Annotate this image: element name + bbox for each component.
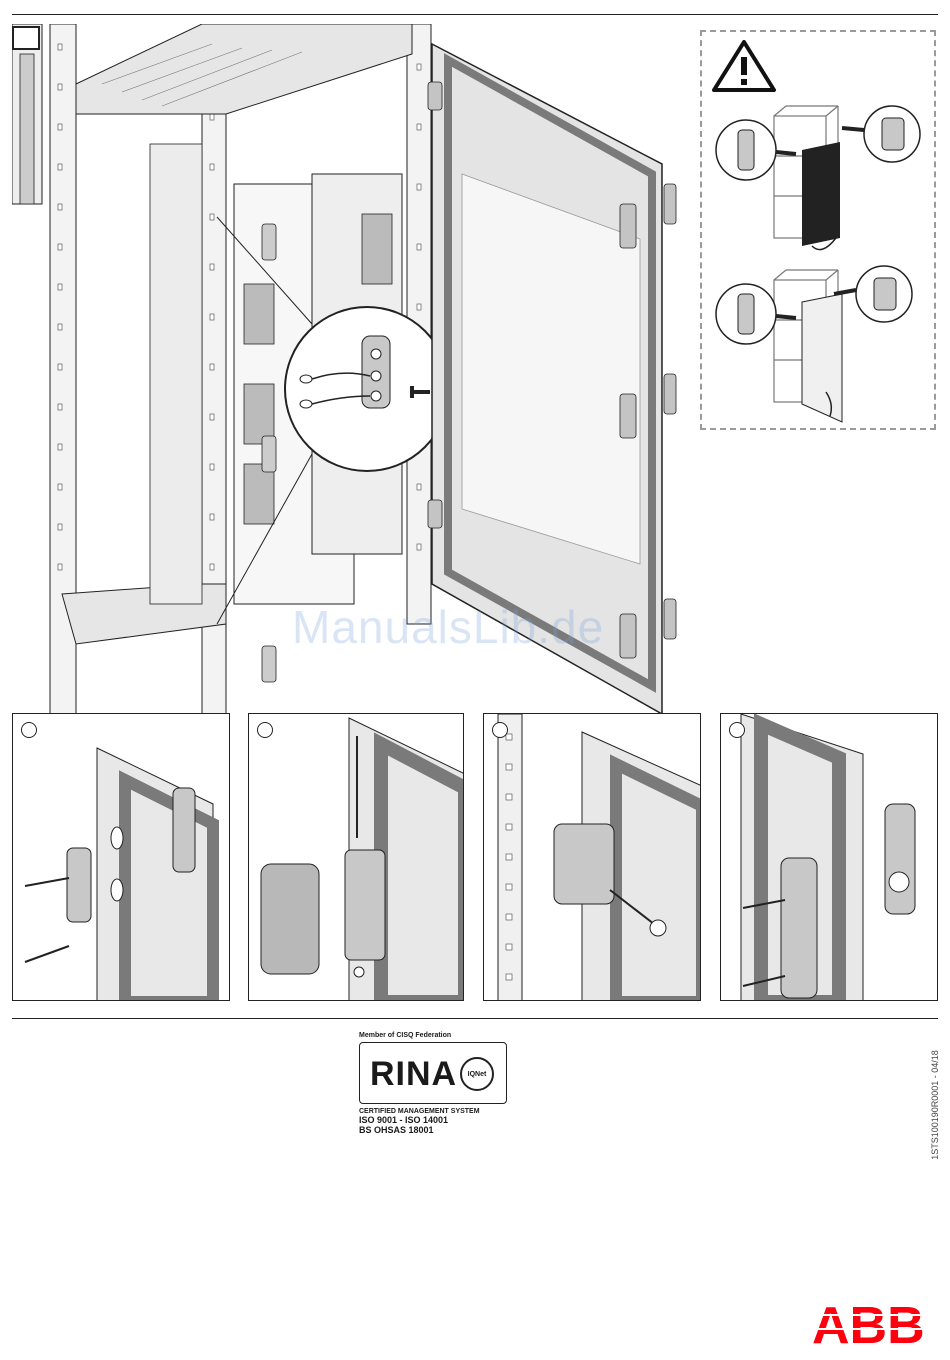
- lower-rule: [12, 1018, 938, 1019]
- figure-label-box: [12, 26, 40, 50]
- document-code: 1STS100190R0001 - 04/18: [930, 1030, 940, 1180]
- step-3-illustration: [484, 714, 701, 1001]
- step-3-panel: [483, 713, 701, 1001]
- iso-line-2: BS OHSAS 18001: [359, 1125, 509, 1135]
- step-2-illustration: [249, 714, 464, 1001]
- step-3-marker: [492, 722, 508, 738]
- watermark: ManualsLib.de: [292, 600, 604, 654]
- certified-system-text: CERTIFIED MANAGEMENT SYSTEM: [359, 1108, 509, 1115]
- warning-box: [700, 30, 936, 430]
- rina-logo-text: RINA: [370, 1055, 457, 1094]
- top-rule: [12, 14, 938, 15]
- warning-illustration: [702, 32, 934, 428]
- step-4-marker: [729, 722, 745, 738]
- step-1-panel: [12, 713, 230, 1001]
- warning-icon: [714, 42, 774, 90]
- step-2-marker: [257, 722, 273, 738]
- rina-logo: RINA IQNet: [359, 1042, 507, 1104]
- abb-logo-mark: ABB: [812, 1300, 938, 1346]
- iqnet-seal: IQNet: [460, 1057, 494, 1091]
- abb-logo: ABB: [812, 1300, 938, 1351]
- step-1-marker: [21, 722, 37, 738]
- cisq-member-text: Member of CISQ Federation: [359, 1032, 509, 1039]
- abb-logo-text: ABB: [812, 1300, 925, 1346]
- step-4-panel: [720, 713, 938, 1001]
- step-2-panel: [248, 713, 464, 1001]
- step-1-illustration: [13, 714, 230, 1001]
- step-4-illustration: [721, 714, 938, 1001]
- iso-line-1: ISO 9001 - ISO 14001: [359, 1115, 509, 1125]
- certification-block: Member of CISQ Federation RINA IQNet CER…: [359, 1032, 509, 1135]
